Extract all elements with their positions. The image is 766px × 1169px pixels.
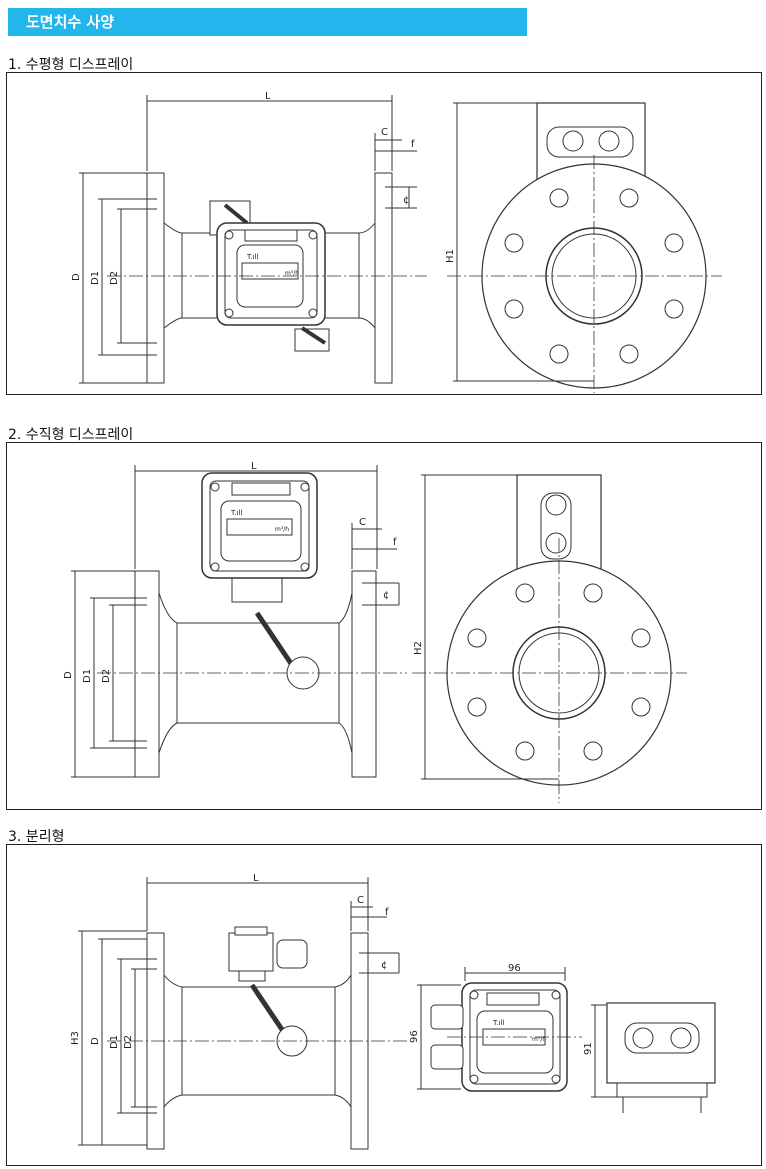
dim-96-width: 96 <box>508 963 521 974</box>
dim-D1: D1 <box>90 271 101 285</box>
dim-96-height: 96 <box>409 1030 420 1043</box>
lcd-signal-3: T.ıll <box>492 1019 505 1027</box>
dim-f-3: f <box>385 907 389 918</box>
section-title-vertical: 2. 수직형 디스프레이 <box>8 427 134 443</box>
dim-L: L <box>265 91 271 102</box>
dim-f-2: f <box>393 537 397 548</box>
dim-D1-3: D1 <box>109 1035 120 1049</box>
section-title-separate: 3. 분리형 <box>8 829 65 845</box>
lcd-unit: m³/h <box>285 270 299 277</box>
dim-L-3: L <box>253 873 259 884</box>
dim-D1-2: D1 <box>82 669 93 683</box>
dim-f: f <box>411 139 415 150</box>
dim-C-3: C <box>357 895 364 906</box>
dim-H3: H3 <box>70 1031 81 1045</box>
drawing-frame-separate: T.ıll m³/h L C f ¢ 96 96 91 H3 D D1 D2 <box>6 844 762 1166</box>
lcd-signal-2: T.ıll <box>230 509 243 517</box>
dim-H2: H2 <box>413 641 424 655</box>
dim-D2-2: D2 <box>101 669 112 683</box>
page-header: 도면치수 사양 <box>8 8 527 36</box>
drawing-horizontal-display: T.ıll m³/h L C f ¢ D D1 D2 H1 <box>71 91 722 393</box>
drawing-frame-vertical: T.ıll m³/h L C f ¢ D D1 D2 H2 <box>6 442 762 810</box>
dim-91: 91 <box>583 1042 594 1055</box>
lcd-unit-2: m³/h <box>275 526 289 533</box>
dim-phi: ¢ <box>403 195 409 206</box>
lcd-unit-3: m³/h <box>532 1036 546 1043</box>
drawing-separate-type: T.ıll m³/h L C f ¢ 96 96 91 H3 D D1 D2 <box>70 873 716 1150</box>
dim-L-2: L <box>251 461 257 472</box>
lcd-signal: T.ıll <box>246 253 259 261</box>
dim-C: C <box>381 127 388 138</box>
drawing-vertical-display: T.ıll m³/h L C f ¢ D D1 D2 H2 <box>63 461 687 803</box>
dim-C-2: C <box>359 517 366 528</box>
dim-D-2: D <box>63 671 74 679</box>
dim-D: D <box>71 273 82 281</box>
dim-phi-3: ¢ <box>381 960 387 971</box>
dim-D2-3: D2 <box>123 1035 134 1049</box>
dim-D-3: D <box>90 1037 101 1045</box>
dim-D2: D2 <box>109 271 120 285</box>
drawing-frame-horizontal: T.ıll m³/h L C f ¢ D D1 D2 H1 <box>6 72 762 395</box>
dim-H1: H1 <box>445 249 456 263</box>
section-title-horizontal: 1. 수평형 디스프레이 <box>8 57 134 73</box>
dim-phi-2: ¢ <box>383 590 389 601</box>
